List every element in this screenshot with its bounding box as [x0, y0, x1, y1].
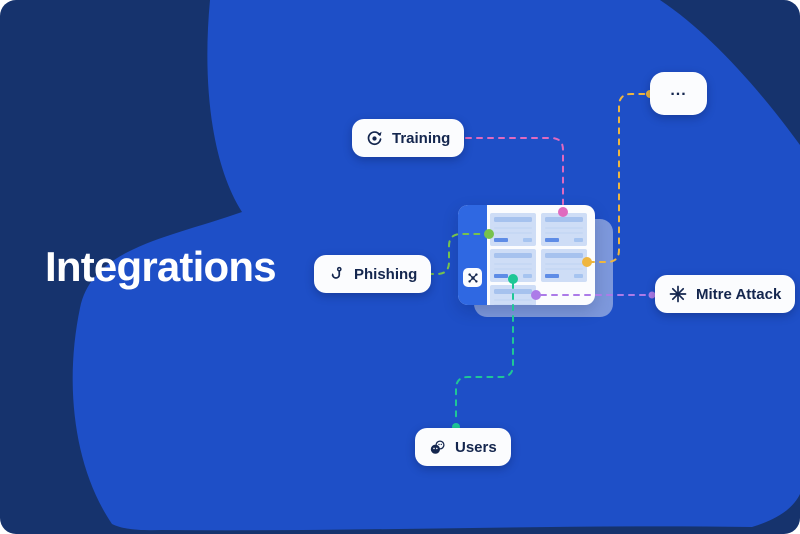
content-panel [541, 213, 587, 246]
integration-node-users[interactable]: Users [415, 428, 511, 466]
users-faces-icon [430, 439, 445, 454]
app-logo-tile [463, 268, 482, 287]
ellipsis-label: ... [670, 81, 687, 99]
training-target-icon [367, 130, 382, 145]
content-panel [490, 285, 536, 305]
content-panel [490, 213, 536, 246]
node-label: Phishing [354, 265, 418, 283]
asterisk-burst-icon [669, 285, 687, 303]
hub-network-icon [467, 272, 478, 283]
integration-node-mitre-attack[interactable]: Mitre Attack [655, 275, 796, 313]
page-title: Integrations [45, 243, 277, 290]
app-window-card [458, 205, 595, 305]
integration-node-phishing[interactable]: Phishing [314, 255, 432, 293]
node-label: Users [455, 438, 497, 456]
integration-node-training[interactable]: Training [352, 119, 465, 157]
content-panel [490, 249, 536, 282]
node-label: Mitre Attack [696, 285, 782, 303]
fish-hook-icon [331, 266, 342, 279]
integration-node-more[interactable]: ... [650, 72, 707, 115]
content-panel [541, 249, 587, 282]
node-label: Training [392, 129, 451, 147]
app-window-sidebar [458, 205, 487, 305]
